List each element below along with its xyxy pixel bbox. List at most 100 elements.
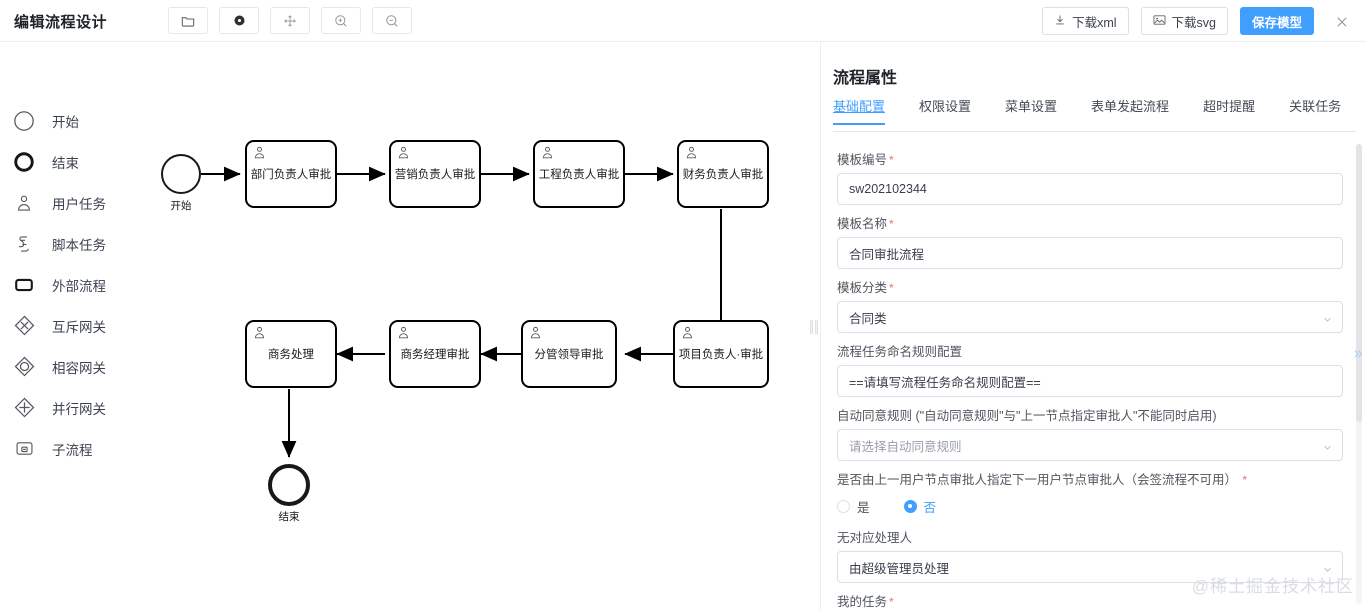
download-xml-label: 下载xml <box>1072 15 1117 30</box>
task-node-label: 财务负责人审批 <box>682 169 764 181</box>
template-no-input[interactable] <box>837 173 1343 205</box>
panel-scrollbar-thumb[interactable] <box>1356 144 1362 422</box>
naming-rule-field[interactable] <box>849 374 1314 388</box>
move-icon-button[interactable] <box>270 7 310 34</box>
task-node[interactable]: 财务负责人审批 <box>677 140 769 208</box>
palette-item-label: 用户任务 <box>52 196 106 212</box>
no-handler-label: 无对应处理人 <box>837 531 913 545</box>
parallel-gateway-icon <box>10 394 38 422</box>
panel-scrollbar[interactable] <box>1356 144 1362 604</box>
task-node-label: 项目负责人·审批 <box>678 349 764 361</box>
palette-item-label: 开始 <box>52 114 79 130</box>
required-mark: * <box>889 281 894 295</box>
palette-item-exclusive-gateway[interactable]: 互斥网关 <box>0 305 140 346</box>
image-icon <box>1153 14 1166 29</box>
user-task-icon <box>680 325 695 345</box>
palette-item-script-task[interactable]: 脚本任务 <box>0 223 140 264</box>
task-node-label: 部门负责人审批 <box>250 169 332 181</box>
user-task-icon <box>396 325 411 345</box>
bpmn-canvas[interactable]: 开始 结束 部门负责人审批 营销负责人审批 <box>140 42 808 611</box>
user-task-icon <box>396 145 411 165</box>
radio-assign-next-yes[interactable]: 是 <box>837 497 870 516</box>
field-my-task: 我的任务* 允许发起 禁止发起 <box>837 594 1343 611</box>
task-node[interactable]: 商务处理 <box>245 320 337 388</box>
palette-item-subprocess[interactable]: 子流程 <box>0 428 140 469</box>
field-template-name: 模板名称* <box>837 216 1343 269</box>
task-node[interactable]: 分管领导审批 <box>521 320 617 388</box>
download-xml-button[interactable]: 下载xml <box>1042 7 1129 35</box>
radio-label: 是 <box>857 500 870 515</box>
close-icon[interactable] <box>1332 12 1352 32</box>
user-task-icon <box>10 189 38 217</box>
save-model-button[interactable]: 保存模型 <box>1239 7 1314 35</box>
template-no-label: 模板编号* <box>837 153 894 167</box>
task-node-label: 营销负责人审批 <box>394 169 476 181</box>
tab-related-tasks[interactable]: 关联任务 <box>1289 99 1342 114</box>
chevron-double-right-icon[interactable] <box>1351 345 1365 363</box>
auto-agree-select[interactable]: 请选择自动同意规则 <box>837 429 1343 461</box>
field-auto-agree-rule: 自动同意规则 ("自动同意规则"与"上一节点指定审批人"不能同时启用) 请选择自… <box>837 408 1343 461</box>
download-svg-button[interactable]: 下载svg <box>1140 7 1228 35</box>
palette-item-parallel-gateway[interactable]: 并行网关 <box>0 387 140 428</box>
task-node-label: 分管领导审批 <box>534 349 604 361</box>
palette-item-user-task[interactable]: 用户任务 <box>0 182 140 223</box>
folder-icon-button[interactable] <box>168 7 208 34</box>
template-category-select-wrap: 合同类 <box>837 301 1343 333</box>
header-actions: 下载xml 下载svg 保存模型 <box>1042 7 1314 35</box>
template-category-select[interactable]: 合同类 <box>837 301 1343 333</box>
palette-item-label: 互斥网关 <box>52 319 106 335</box>
task-node[interactable]: 项目负责人·审批 <box>673 320 769 388</box>
tab-timeout-reminder[interactable]: 超时提醒 <box>1203 99 1256 114</box>
template-name-field[interactable] <box>849 246 1314 260</box>
required-mark: * <box>889 153 894 167</box>
script-task-icon <box>10 230 38 258</box>
download-svg-label: 下载svg <box>1171 15 1216 30</box>
shape-palette: 开始 结束 用户任务 <box>0 42 140 611</box>
panel-resize-handle[interactable] <box>808 42 820 611</box>
tab-form-start-process[interactable]: 表单发起流程 <box>1091 99 1170 114</box>
start-event-label: 开始 <box>170 200 192 212</box>
grip-icon <box>810 319 818 334</box>
palette-item-end[interactable]: 结束 <box>0 141 140 182</box>
tab-permission-settings[interactable]: 权限设置 <box>919 99 972 114</box>
task-node-label: 工程负责人审批 <box>538 169 620 181</box>
tab-menu-settings[interactable]: 菜单设置 <box>1005 99 1058 114</box>
palette-item-label: 外部流程 <box>52 278 106 294</box>
properties-panel: 流程属性 基础配置 权限设置 菜单设置 表单发起流程 超时提醒 关联任务 模板编… <box>820 42 1366 611</box>
zoom-out-icon-button[interactable] <box>372 7 412 34</box>
template-name-input[interactable] <box>837 237 1343 269</box>
panel-title: 流程属性 <box>833 70 898 87</box>
auto-agree-label: 自动同意规则 ("自动同意规则"与"上一节点指定审批人"不能同时启用) <box>837 409 1217 423</box>
task-node-label: 商务经理审批 <box>400 349 470 361</box>
required-mark: * <box>889 217 894 231</box>
task-node[interactable]: 部门负责人审批 <box>245 140 337 208</box>
exclusive-gateway-icon <box>10 312 38 340</box>
task-node[interactable]: 工程负责人审批 <box>533 140 625 208</box>
naming-rule-input[interactable] <box>837 365 1343 397</box>
palette-item-external-process[interactable]: 外部流程 <box>0 264 140 305</box>
my-task-label: 我的任务* <box>837 595 894 609</box>
palette-item-inclusive-gateway[interactable]: 相容网关 <box>0 346 140 387</box>
assign-next-radio-group: 是 否 <box>837 493 1343 519</box>
task-node[interactable]: 营销负责人审批 <box>389 140 481 208</box>
palette-item-label: 相容网关 <box>52 360 106 376</box>
no-handler-select[interactable]: 由超级管理员处理 <box>837 551 1343 583</box>
template-category-label: 模板分类* <box>837 281 894 295</box>
zoom-in-icon-button[interactable] <box>321 7 361 34</box>
palette-item-start[interactable]: 开始 <box>0 100 140 141</box>
palette-item-label: 并行网关 <box>52 401 106 417</box>
task-node-label: 商务处理 <box>268 349 314 361</box>
record-dot-icon-button[interactable] <box>219 7 259 34</box>
basic-config-form: 模板编号* 模板名称* 模板分类* 合同类 <box>821 140 1366 611</box>
tab-basic-config[interactable]: 基础配置 <box>833 96 886 125</box>
palette-item-label: 子流程 <box>52 442 93 458</box>
required-mark: * <box>1239 473 1248 487</box>
page-title: 编辑流程设计 <box>14 14 108 31</box>
task-node[interactable]: 商务经理审批 <box>389 320 481 388</box>
download-icon <box>1054 14 1066 29</box>
no-handler-select-wrap: 由超级管理员处理 <box>837 551 1343 583</box>
radio-assign-next-no[interactable]: 否 <box>903 497 936 516</box>
user-task-icon <box>528 325 543 345</box>
template-no-field[interactable] <box>849 182 1314 196</box>
